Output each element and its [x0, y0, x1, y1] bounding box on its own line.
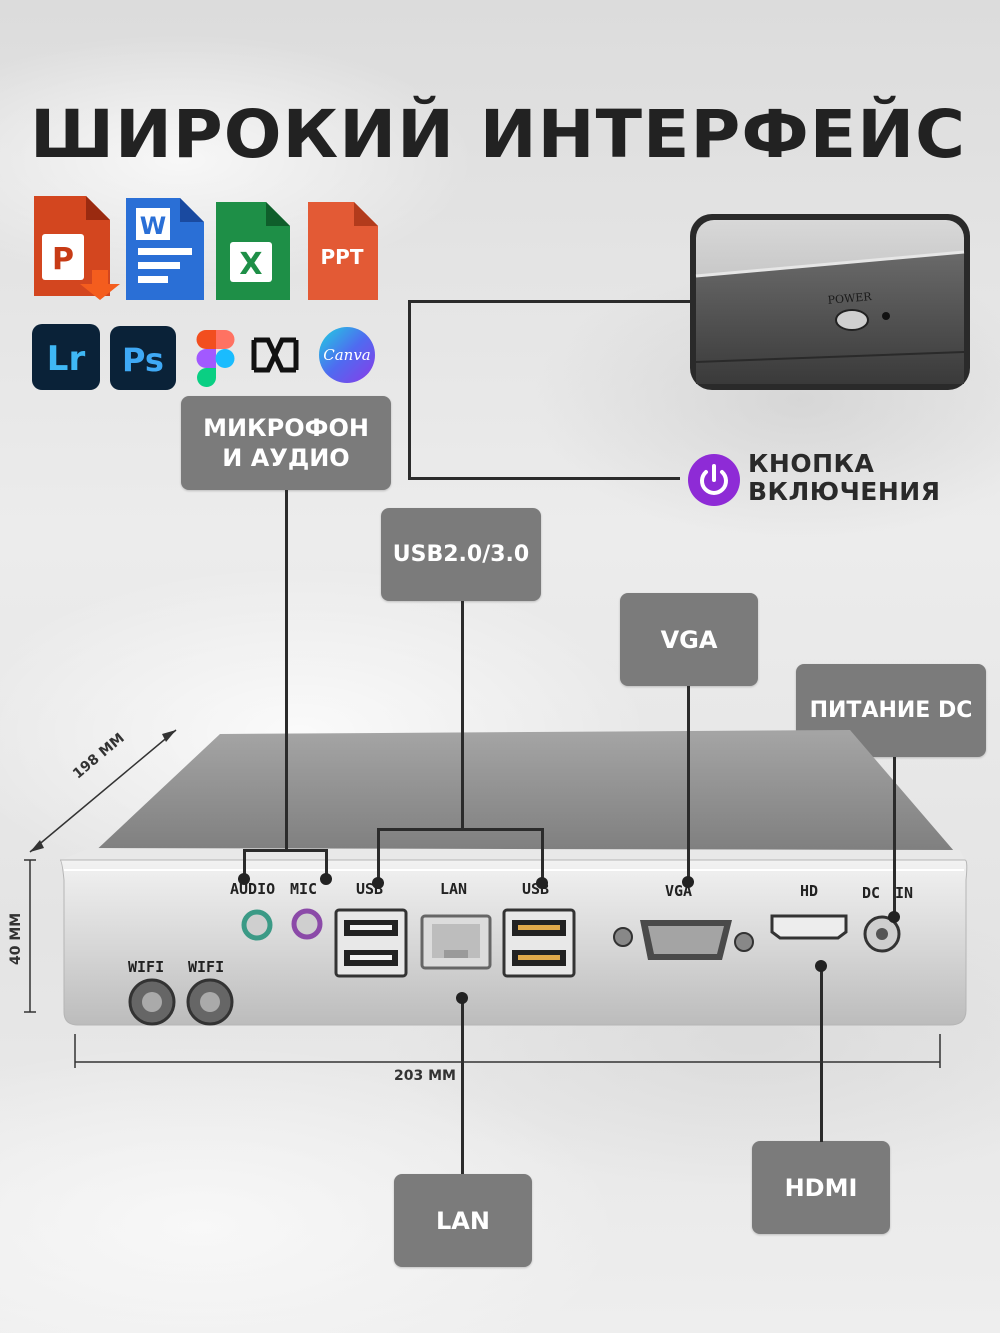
word-letter: W [140, 212, 166, 240]
lan-label: LAN [394, 1174, 532, 1267]
hdmi-label: HDMI [752, 1141, 890, 1234]
width-dimension: 203 MM [394, 1068, 456, 1084]
audio-port-text: AUDIO [230, 880, 276, 898]
ppt-label: PPT [321, 245, 364, 269]
power-connector-bottom [408, 477, 680, 480]
mic-audio-branch-h [243, 849, 328, 852]
word-icon: W [126, 198, 204, 300]
hdmi-leader [820, 966, 823, 1142]
dc-port-text: DC [862, 884, 881, 902]
dc-power-label: ПИТАНИЕ DC [796, 664, 986, 757]
photoshop-letters: Ps [122, 341, 164, 379]
photoshop-icon: Ps [110, 326, 176, 390]
capcut-icon [251, 337, 299, 373]
usb-leader [461, 601, 464, 831]
lightroom-letters: Lr [47, 339, 86, 379]
power-button-label-line1: КНОПКА [748, 449, 875, 478]
ppt-file-icon: PPT [308, 202, 378, 300]
powerpoint-icon: P [34, 196, 120, 300]
excel-letter: X [239, 247, 262, 282]
lan-leader [461, 998, 464, 1174]
power-connector-vertical [408, 300, 411, 480]
usb-branch-left [377, 828, 380, 883]
powerpoint-letter: P [52, 242, 74, 277]
mic-audio-branch-left [243, 849, 246, 879]
dc-in-port-text: IN [895, 884, 914, 902]
mic-audio-label: МИКРОФОН И АУДИО [181, 396, 391, 490]
power-text: POWER [827, 290, 873, 307]
lan-port-text: LAN [440, 880, 468, 898]
usb-branch-right [541, 828, 544, 883]
vga-leader [687, 686, 690, 882]
lightroom-icon: Lr [32, 324, 100, 390]
height-dimension: 40 MM [8, 912, 24, 965]
wifi-port-text-1: WIFI [128, 958, 165, 976]
page-title: ШИРОКИЙ ИНТЕРФЕЙС [30, 96, 967, 173]
dc-leader [893, 757, 896, 917]
canva-wordmark: Canva [323, 346, 371, 364]
mic-audio-label-line1: МИКРОФОН [203, 414, 369, 442]
usb-branch-h [377, 828, 544, 831]
mic-audio-leader [285, 490, 288, 852]
power-button-label-line2: ВКЛЮЧЕНИЯ [748, 477, 941, 506]
usb-label: USB2.0/3.0 [381, 508, 541, 601]
power-icon [688, 454, 740, 506]
power-button-label: КНОПКА ВКЛЮЧЕНИЯ [748, 450, 940, 506]
canva-icon: Canva [319, 327, 375, 383]
power-connector-top [408, 300, 690, 303]
vga-label: VGA [620, 593, 758, 686]
mic-port-text: MIC [290, 880, 318, 898]
power-button-photo: POWER [690, 214, 970, 390]
excel-icon: X [216, 202, 290, 300]
wifi-port-text-2: WIFI [188, 958, 225, 976]
mic-audio-branch-right [325, 849, 328, 879]
mini-pc-device [59, 730, 968, 1026]
hd-port-text: HD [800, 882, 819, 900]
mic-audio-label-line2: И АУДИО [222, 444, 350, 472]
figma-icon [196, 330, 235, 387]
